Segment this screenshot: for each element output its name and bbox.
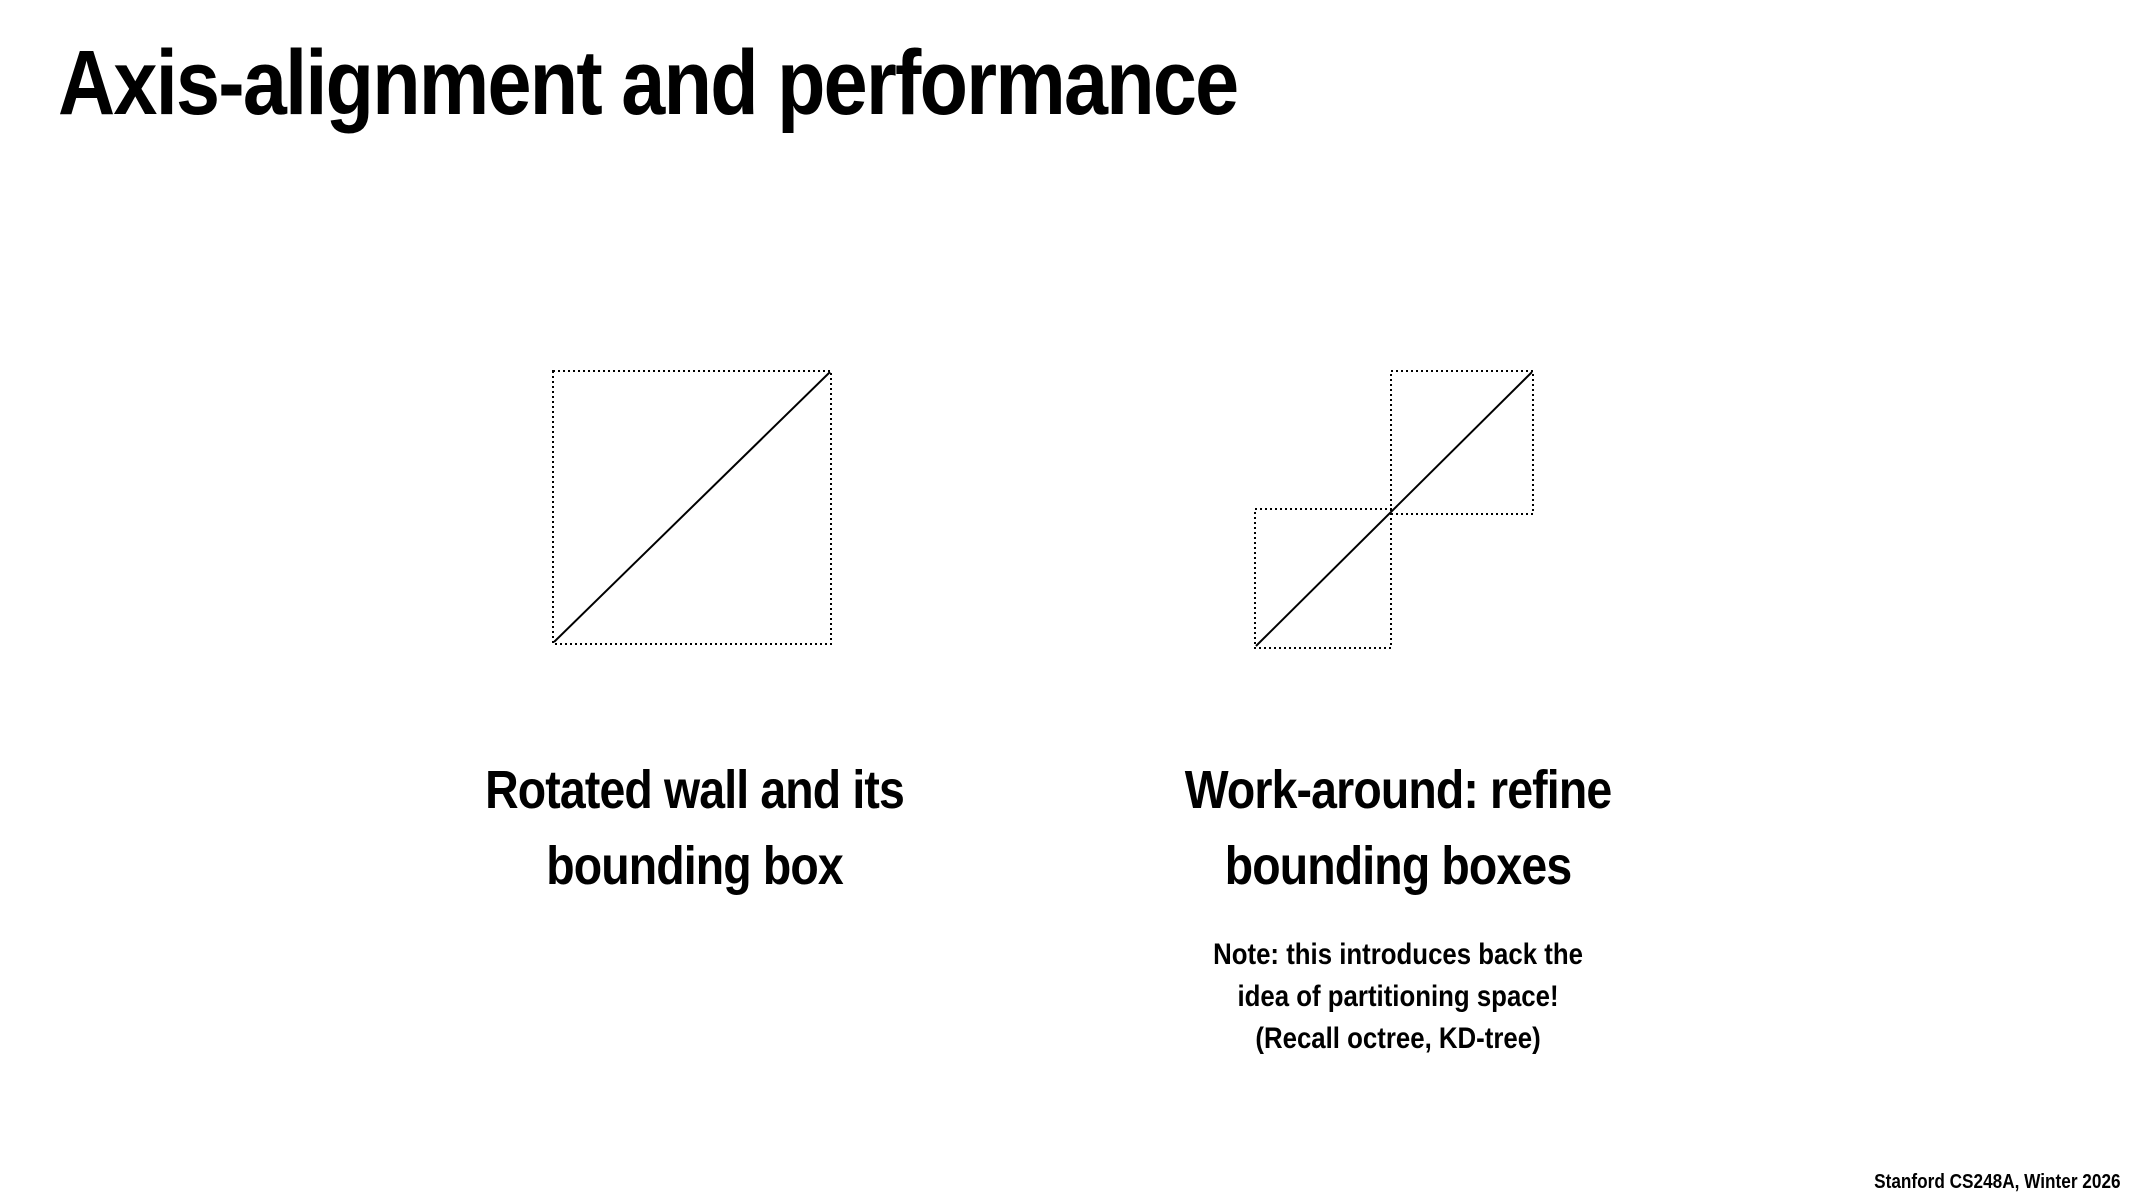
bounding-box-upper [1390,370,1534,515]
right-caption-line1: Work-around: refine [1184,760,1612,820]
rotated-wall-diagram [552,370,832,645]
right-caption-line2: bounding boxes [1224,836,1572,896]
partitioning-note: Note: this introduces back the idea of p… [1098,934,1698,1060]
rotated-wall-figure [550,368,836,648]
rotated-wall [553,371,831,643]
refined-boxes-figure [1252,368,1538,652]
bounding-box [552,370,832,645]
right-caption: Work-around: refine bounding boxes [1048,752,1748,904]
left-caption-line1: Rotated wall and its [485,760,906,820]
course-footer: Stanford CS248A, Winter 2026 [1874,1171,2121,1193]
slide-title: Axis-alignment and performance [58,32,1239,134]
refined-boxes-diagram [1254,370,1534,649]
rotated-wall [1255,371,1533,647]
left-caption-line2: bounding box [546,836,844,896]
left-caption: Rotated wall and its bounding box [345,752,1045,904]
note-line3: (Recall octree, KD-tree) [1255,1022,1541,1055]
bounding-box-lower [1254,508,1392,649]
note-line2: idea of partitioning space! [1237,980,1559,1013]
note-line1: Note: this introduces back the [1213,938,1583,971]
